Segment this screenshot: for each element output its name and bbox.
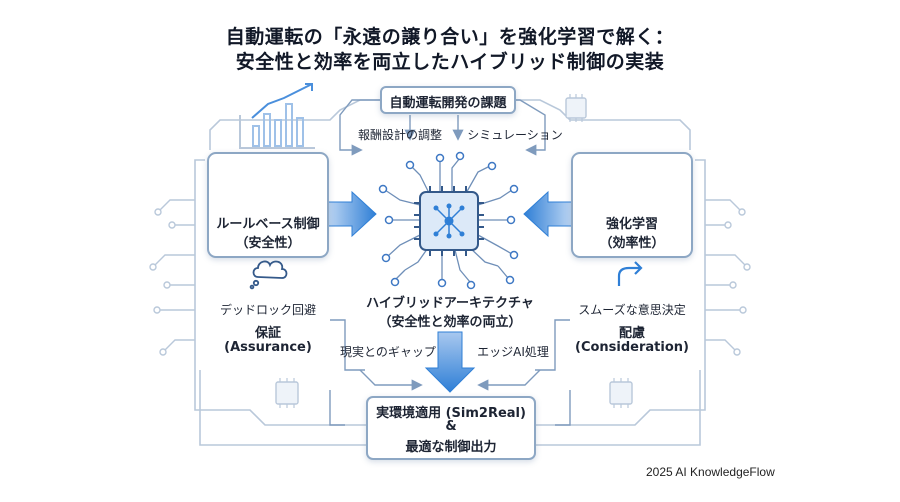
deadlock-avoid-label: デッドロック回避 xyxy=(219,303,316,317)
down-arrow xyxy=(424,331,476,393)
turn-arrow-icon xyxy=(617,261,643,286)
hybrid-arch-title: ハイブリッドアーキテクチャ xyxy=(366,296,534,311)
sim2real-line-1: 実環境適用 (Sim2Real) xyxy=(376,406,526,421)
title-line-2: 安全性と効率を両立したハイブリッド制御の実装 xyxy=(235,51,665,73)
smooth-decision-label: スムーズな意思決定 xyxy=(578,303,686,317)
sim2real-line-3: 最適な制御出力 xyxy=(405,440,497,455)
sim2real-line-2: & xyxy=(445,419,457,434)
rule-based-title: ルールベース制御 xyxy=(216,217,320,232)
reward-design-label: 報酬設計の調整 xyxy=(357,128,442,142)
assurance-label: 保証 xyxy=(254,326,281,341)
challenge-box xyxy=(380,86,516,114)
rule-based-subtitle: （安全性） xyxy=(235,236,301,251)
simulation-label: シミュレーション xyxy=(467,128,563,142)
rl-subtitle: （効率性） xyxy=(599,236,665,251)
left-arrow xyxy=(321,190,377,238)
consideration-label: 配慮 xyxy=(618,326,645,341)
hybrid-arch-subtitle: （安全性と効率の両立） xyxy=(378,315,522,330)
consideration-en-label: (Consideration) xyxy=(575,340,689,355)
edge-ai-label: エッジAI処理 xyxy=(477,345,549,359)
title-line-1: 自動運転の「永遠の譲り合い」を強化学習で解く： xyxy=(225,26,675,48)
right-arrow xyxy=(523,190,579,238)
rl-panel xyxy=(571,152,693,258)
rule-based-panel xyxy=(207,152,329,258)
reality-gap-label: 現実とのギャップ xyxy=(340,345,436,359)
sim2real-box xyxy=(366,396,536,460)
neural-chip-icon xyxy=(414,186,484,256)
challenge-label: 自動運転開発の課題 xyxy=(389,96,507,111)
footer-credit: 2025 AI KnowledgeFlow xyxy=(646,465,775,479)
assurance-en-label: (Assurance) xyxy=(224,340,312,355)
thought-cloud-icon xyxy=(249,260,288,290)
rl-title: 強化学習 xyxy=(605,217,658,232)
